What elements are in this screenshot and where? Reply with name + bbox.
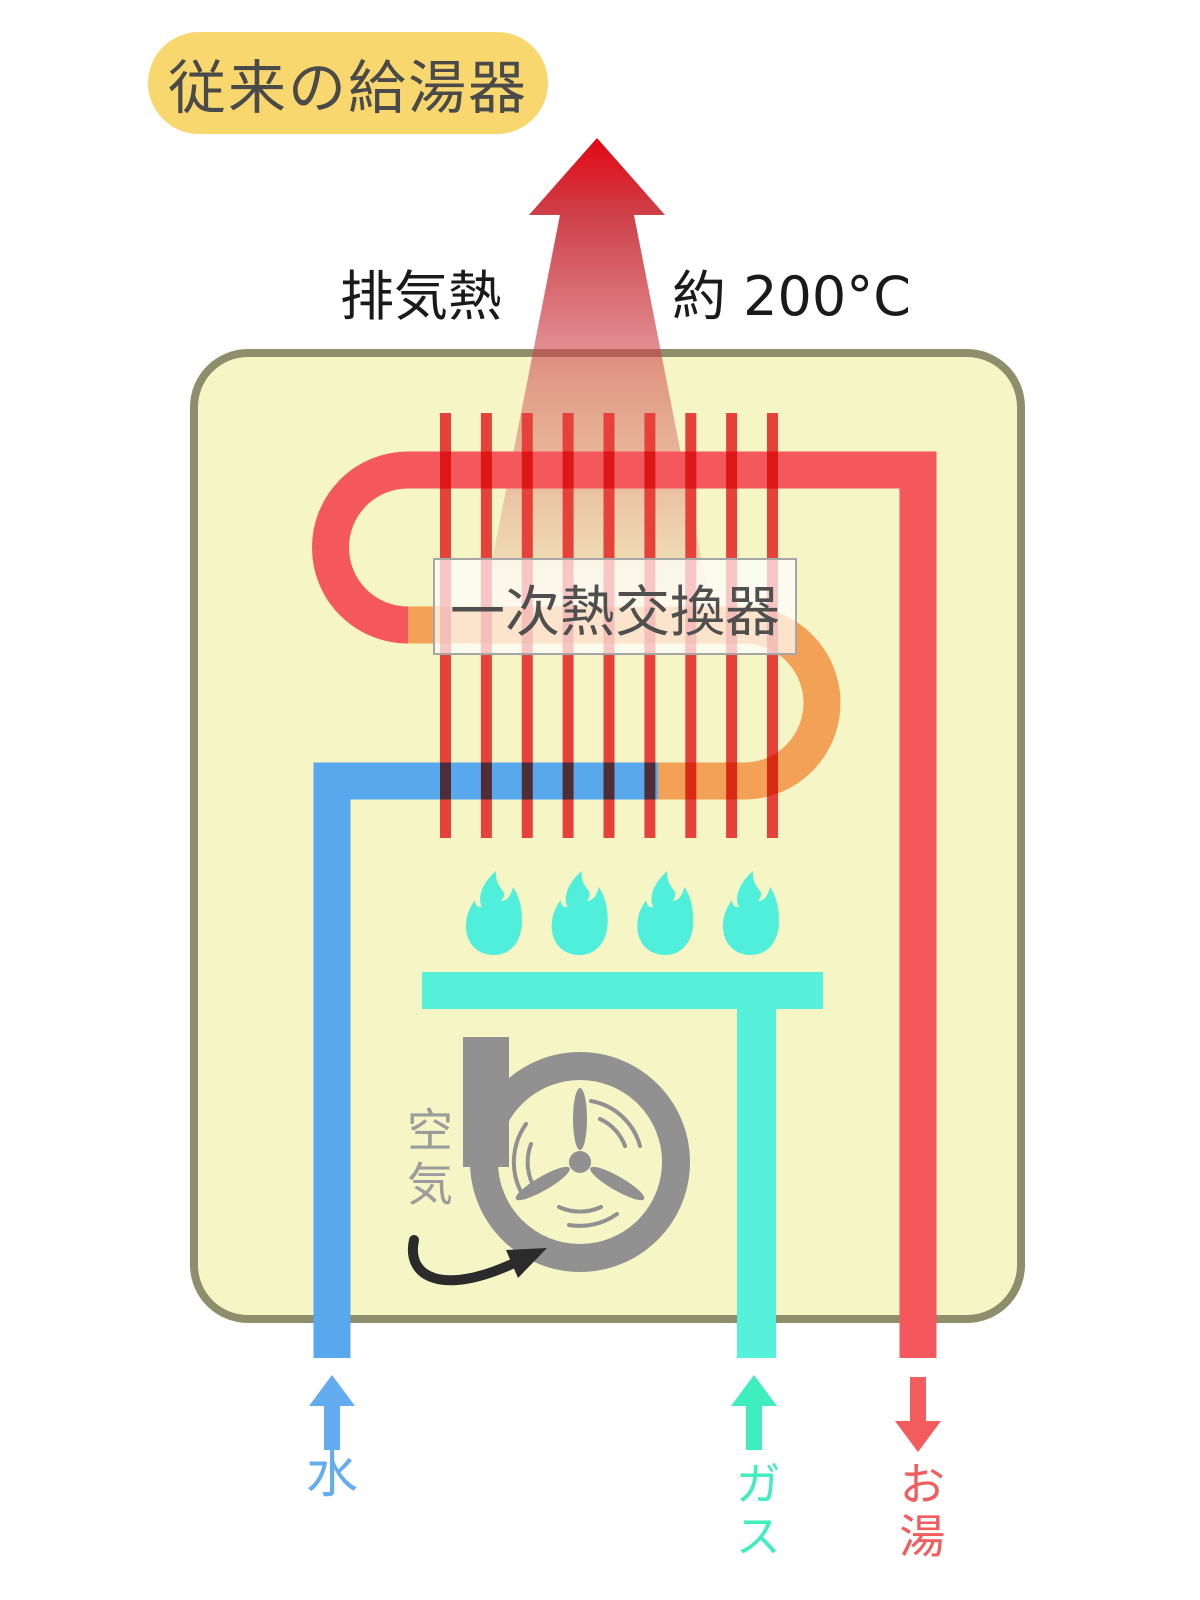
fan-housing-ring [470, 1052, 690, 1272]
gas-inlet-label: ガス [728, 1460, 783, 1564]
hot-water-pipe [312, 451, 937, 1358]
fan-hub [569, 1151, 591, 1173]
air-label: 空気 [400, 1106, 454, 1214]
exhaust-temperature-label: 約 200°C [672, 265, 911, 328]
title-badge: 従来の給湯器 [148, 32, 548, 134]
title-badge-label: 従来の給湯器 [167, 54, 528, 122]
burner [422, 871, 823, 1358]
water-inlet-label: 水 [305, 1445, 358, 1505]
cold-water-pipe [313, 762, 660, 1358]
water-inlet-arrow [309, 1375, 355, 1450]
hot-water-outlet-label: お湯 [892, 1460, 947, 1564]
burner-bar [422, 972, 823, 1009]
exhaust-heat-label: 排気熱 [340, 265, 502, 328]
gas-inlet-arrow [731, 1375, 777, 1450]
gas-feed-pipe [737, 1005, 776, 1358]
hot-water-outlet-arrow [895, 1377, 941, 1452]
exhaust-arrow-head [529, 138, 665, 215]
burner-flames [466, 871, 779, 955]
fan-blower [463, 1037, 690, 1272]
fan-motion-arcs [511, 1099, 642, 1228]
air-intake-arrow [407, 1235, 547, 1286]
heat-exchanger-label: 一次熱交換器 [433, 558, 797, 655]
fan-blades [515, 1088, 645, 1201]
